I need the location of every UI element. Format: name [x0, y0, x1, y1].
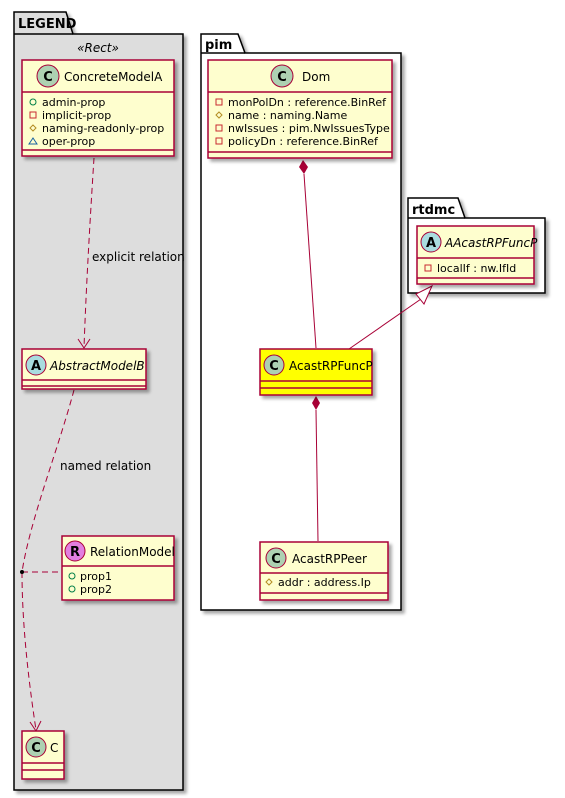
class-c-icon [263, 354, 285, 376]
class-a-acast-rp-func-p[interactable]: A AAcastRPFuncP localIf : nw.IfId [416, 225, 538, 285]
class-name: AcastRPFuncP [289, 359, 373, 373]
attribute: implicit-prop [42, 109, 111, 122]
legend-stereotype: «Rect» [77, 41, 119, 55]
class-c-icon [265, 547, 287, 569]
pim-title: pim [205, 38, 232, 53]
attribute: monPolDn : reference.BinRef [228, 96, 387, 109]
generalization-arrow [348, 284, 434, 350]
class-name: RelationModel [90, 545, 175, 559]
public-icon [68, 585, 76, 593]
protected-icon [215, 111, 223, 119]
attribute: naming-readonly-prop [42, 122, 164, 135]
class-kind-letter: C [271, 552, 281, 567]
class-r-icon [64, 540, 86, 562]
attribute: oper-prop [42, 135, 95, 148]
private-icon [215, 98, 223, 106]
protected-icon [265, 578, 273, 586]
class-kind-letter: C [269, 359, 279, 374]
named-relation-label: named relation [60, 459, 151, 473]
class-c-icon [36, 64, 60, 88]
attribute-list: admin-prop implicit-prop naming-readonly… [28, 96, 164, 148]
dom-funcp-composition [299, 160, 317, 349]
class-c-icon [270, 64, 294, 88]
public-icon [68, 572, 76, 580]
class-abstract-model-b[interactable]: A AbstractModelB [21, 348, 147, 390]
attribute: prop2 [80, 583, 112, 596]
attribute: addr : address.Ip [278, 576, 371, 589]
class-kind-letter: C [277, 70, 287, 85]
private-icon [424, 264, 432, 272]
rtdmc-title: rtdmc [412, 203, 455, 218]
private-icon [215, 124, 223, 132]
class-kind-letter: A [31, 359, 41, 374]
package-icon [28, 137, 38, 145]
class-c[interactable]: C C [21, 730, 65, 780]
class-name: AAcastRPFuncP [444, 236, 538, 250]
explicit-relation: explicit relation [77, 157, 185, 349]
class-dom[interactable]: C Dom monPolDn : reference.BinRef name :… [207, 59, 393, 159]
class-acast-rp-peer[interactable]: C AcastRPPeer addr : address.Ip [259, 541, 389, 601]
class-kind-letter: A [426, 236, 436, 251]
class-name: AbstractModelB [49, 359, 145, 373]
class-c-icon [25, 736, 47, 758]
attribute: localIf : nw.IfId [437, 262, 516, 275]
explicit-relation-label: explicit relation [92, 250, 185, 264]
class-kind-letter: C [43, 70, 53, 85]
class-name: Dom [302, 70, 330, 84]
named-relation: named relation [20, 389, 151, 732]
legend-title: LEGEND [18, 17, 77, 32]
pim-package: pim [200, 33, 402, 611]
class-kind-letter: C [31, 741, 41, 756]
private-icon [29, 111, 37, 119]
public-icon [29, 98, 37, 106]
class-a-icon [420, 231, 442, 253]
attribute: name : naming.Name [228, 109, 348, 122]
class-name: ConcreteModelA [64, 70, 163, 84]
attribute: prop1 [80, 570, 112, 583]
attribute: admin-prop [42, 96, 105, 109]
class-relation-model[interactable]: R RelationModel prop1 prop2 [61, 535, 175, 601]
class-name: C [50, 741, 58, 755]
attribute: policyDn : reference.BinRef [228, 135, 379, 148]
private-icon [215, 137, 223, 145]
attribute: nwIssues : pim.NwIssuesType [228, 122, 390, 135]
protected-icon [29, 124, 37, 132]
class-kind-letter: R [70, 545, 80, 560]
class-name: AcastRPPeer [292, 552, 367, 566]
class-concrete-model-a[interactable]: C ConcreteModelA admin-prop implicit-pro… [21, 59, 175, 157]
class-acast-rp-func-p[interactable]: C AcastRPFuncP [259, 348, 373, 396]
class-a-icon [25, 354, 47, 376]
funcp-peer-composition [312, 396, 320, 542]
